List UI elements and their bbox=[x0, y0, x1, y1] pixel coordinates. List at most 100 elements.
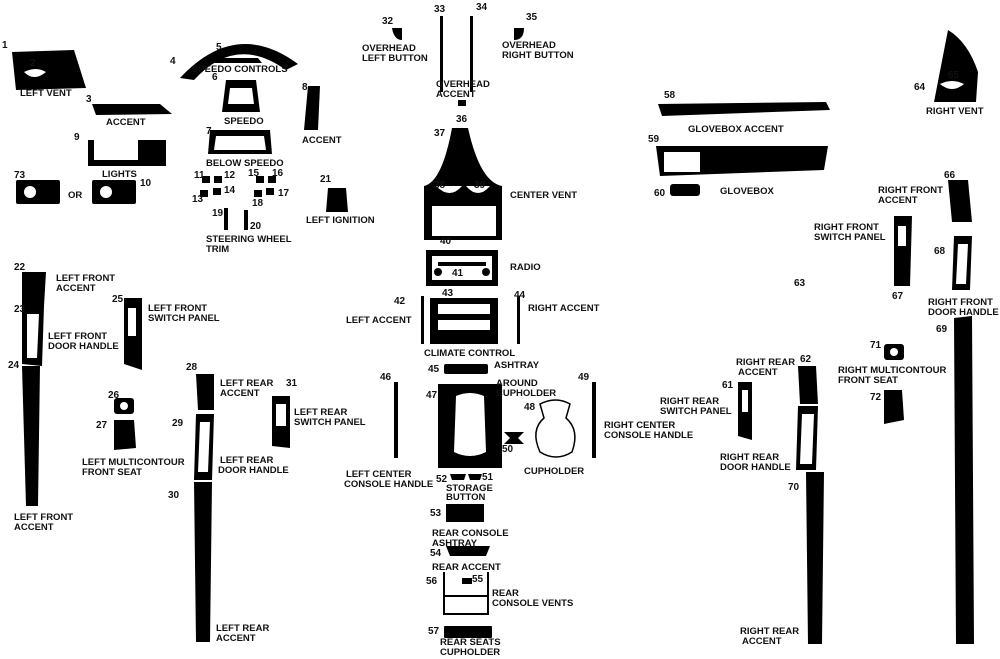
part-number: 22 bbox=[14, 262, 26, 273]
part-number: 70 bbox=[788, 482, 800, 493]
part-right-rear-switch-panel bbox=[738, 382, 752, 440]
part-right-rear-accent-top bbox=[798, 366, 818, 404]
part-rear-accent bbox=[446, 546, 490, 556]
part-number: 16 bbox=[272, 168, 284, 179]
part-button-16 bbox=[268, 176, 276, 183]
part-light-switch-10-dial bbox=[100, 186, 112, 198]
label-left-ignition: LEFT IGNITION bbox=[306, 215, 375, 226]
label-glovebox-accent: GLOVEBOX ACCENT bbox=[688, 124, 784, 135]
part-number: 32 bbox=[382, 16, 394, 27]
part-number: 40 bbox=[440, 236, 452, 247]
part-number: 71 bbox=[870, 340, 882, 351]
part-rear-seats-cupholder bbox=[444, 626, 492, 638]
label-below-speedo: BELOW SPEEDO bbox=[206, 158, 284, 169]
part-around-cupholder bbox=[438, 384, 502, 468]
part-button-12 bbox=[214, 176, 222, 183]
part-right-accent bbox=[517, 296, 520, 344]
part-storage-button-52 bbox=[450, 474, 466, 480]
part-number: 7 bbox=[206, 126, 212, 137]
part-number: 69 bbox=[936, 324, 948, 335]
part-number: 54 bbox=[430, 548, 442, 559]
part-left-multicontour-26-dial bbox=[120, 402, 128, 410]
label-speedo: SPEEDO bbox=[224, 116, 264, 127]
part-storage-button-51 bbox=[468, 474, 482, 480]
part-rear-console-vents bbox=[443, 572, 489, 615]
part-radio-inner bbox=[438, 262, 486, 266]
part-number: 62 bbox=[800, 354, 812, 365]
part-36 bbox=[458, 100, 466, 106]
part-number: 35 bbox=[526, 12, 538, 23]
part-number: 9 bbox=[74, 132, 80, 143]
label-accent-8: ACCENT bbox=[302, 135, 342, 146]
part-number: 41 bbox=[452, 268, 464, 279]
part-number: 52 bbox=[436, 474, 448, 485]
part-number: 11 bbox=[194, 170, 205, 181]
part-right-front-accent bbox=[948, 180, 972, 222]
part-speedo bbox=[222, 80, 260, 112]
part-number: 13 bbox=[192, 194, 204, 205]
part-number: 25 bbox=[112, 294, 124, 305]
part-number: 44 bbox=[514, 290, 526, 301]
part-left-rear-switch-panel bbox=[272, 396, 290, 448]
part-lights bbox=[88, 140, 166, 166]
part-number: 53 bbox=[430, 508, 442, 519]
part-number: 27 bbox=[96, 420, 108, 431]
part-below-speedo bbox=[208, 130, 272, 154]
label-right-accent: RIGHT ACCENT bbox=[528, 303, 600, 314]
part-number: 31 bbox=[286, 378, 298, 389]
label-cupholder: CUPHOLDER bbox=[524, 466, 584, 477]
part-number: 68 bbox=[934, 246, 946, 257]
part-button-17 bbox=[266, 188, 274, 195]
part-right-front-door-handle bbox=[952, 236, 972, 290]
label-right-vent: RIGHT VENT bbox=[926, 106, 984, 117]
part-cupholder bbox=[535, 399, 576, 458]
label-ashtray: ASHTRAY bbox=[494, 360, 540, 371]
part-number: 19 bbox=[212, 208, 224, 219]
part-number: 10 bbox=[140, 178, 152, 189]
part-number: 17 bbox=[278, 188, 290, 199]
part-number: 67 bbox=[892, 291, 904, 302]
part-number: 50 bbox=[502, 444, 514, 455]
part-rear-vent-55 bbox=[462, 578, 472, 584]
part-button-13 bbox=[200, 190, 208, 197]
part-rear-console-ashtray bbox=[446, 504, 484, 522]
part-speedo-controls bbox=[180, 44, 298, 80]
part-number: 15 bbox=[248, 168, 260, 179]
label-climate-control: CLIMATE CONTROL bbox=[424, 348, 515, 359]
label-left-vent: LEFT VENT bbox=[20, 88, 72, 99]
part-number: 1 bbox=[2, 40, 8, 51]
part-number: 14 bbox=[224, 185, 236, 196]
part-number: 20 bbox=[250, 221, 262, 232]
part-button-11 bbox=[202, 176, 210, 183]
part-number: 5 bbox=[216, 42, 222, 53]
part-right-multicontour-72 bbox=[884, 390, 904, 424]
part-number: 37 bbox=[434, 128, 446, 139]
part-number: 6 bbox=[212, 72, 218, 83]
part-right-center-console-handle bbox=[592, 382, 596, 458]
label-left-accent: LEFT ACCENT bbox=[346, 315, 412, 326]
part-left-front-accent-lower bbox=[22, 366, 40, 506]
part-overhead-accent-33 bbox=[440, 16, 443, 92]
part-right-multicontour-71-dial bbox=[890, 348, 898, 356]
part-light-switch-73 bbox=[16, 180, 60, 204]
part-overhead-left-button bbox=[392, 28, 402, 40]
part-number: 34 bbox=[476, 2, 488, 13]
part-number: 57 bbox=[428, 626, 440, 637]
part-overhead-accent-34 bbox=[470, 16, 473, 92]
part-left-rear-accent-top bbox=[196, 374, 214, 410]
